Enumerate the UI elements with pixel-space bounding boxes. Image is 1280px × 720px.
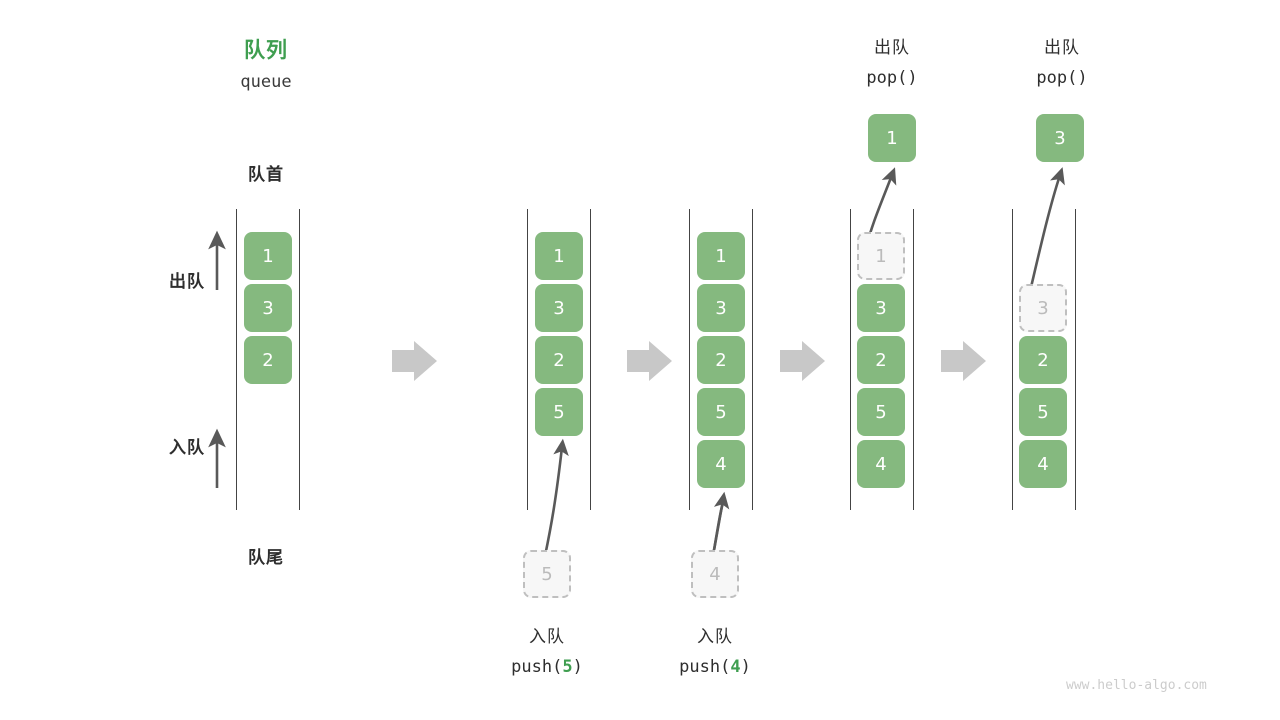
- queue-rail-left-2: [527, 209, 528, 510]
- push-prefix: push(: [511, 657, 563, 677]
- queue-cell: 3: [244, 284, 292, 332]
- step-arrow-4: [941, 341, 986, 381]
- queue-cell: 1: [697, 232, 745, 280]
- queue-cell: 3: [697, 284, 745, 332]
- queue-cell: 4: [1019, 440, 1067, 488]
- pop-1-caption-code: pop(): [866, 68, 918, 88]
- step-arrow-2: [627, 341, 672, 381]
- queue-cell: 4: [857, 440, 905, 488]
- queue-rail-left-5: [1012, 209, 1013, 510]
- push-5-arrow: [543, 438, 569, 557]
- push-4-arrow: [711, 491, 730, 557]
- push-arg: 5: [562, 657, 573, 677]
- queue-cell-ghost: 3: [1019, 284, 1067, 332]
- step-arrow-3: [780, 341, 825, 381]
- popped-cell: 3: [1036, 114, 1084, 162]
- queue-rail-left-3: [689, 209, 690, 510]
- queue-cell: 5: [697, 388, 745, 436]
- queue-cell: 4: [697, 440, 745, 488]
- queue-rail-right-3: [752, 209, 753, 510]
- queue-rail-right-1: [299, 209, 300, 510]
- push-4-caption-cn: 入队: [697, 627, 733, 647]
- pop-3-caption-code: pop(): [1036, 68, 1088, 88]
- queue-cell-ghost: 1: [857, 232, 905, 280]
- push-prefix: push(: [679, 657, 731, 677]
- step-arrow-1: [392, 341, 437, 381]
- queue-rail-left-1: [236, 209, 237, 510]
- queue-cell: 3: [857, 284, 905, 332]
- popped-cell: 1: [868, 114, 916, 162]
- push-5-caption-cn: 入队: [529, 627, 565, 647]
- dequeue-label: 出队: [169, 272, 205, 292]
- queue-tail-label: 队尾: [248, 548, 284, 568]
- queue-cell: 2: [244, 336, 292, 384]
- queue-rail-right-2: [590, 209, 591, 510]
- queue-rail-right-5: [1075, 209, 1076, 510]
- push-4-caption-code: push(4): [635, 657, 795, 677]
- push-suffix: ): [740, 657, 751, 677]
- queue-rail-left-4: [850, 209, 851, 510]
- pop-3-caption-cn: 出队: [1044, 38, 1080, 58]
- queue-title-en: queue: [240, 72, 292, 92]
- pop-3-arrow: [1026, 167, 1065, 301]
- push-arg: 4: [730, 657, 741, 677]
- pop-1-caption-cn: 出队: [874, 38, 910, 58]
- push-5-caption-code: push(5): [467, 657, 627, 677]
- queue-cell: 1: [535, 232, 583, 280]
- queue-cell: 2: [1019, 336, 1067, 384]
- queue-cell: 5: [1019, 388, 1067, 436]
- enqueue-label: 入队: [169, 438, 205, 458]
- queue-head-label: 队首: [248, 165, 284, 185]
- queue-title-cn: 队列: [244, 38, 288, 62]
- incoming-cell: 5: [523, 550, 571, 598]
- queue-cell: 5: [535, 388, 583, 436]
- watermark: www.hello-algo.com: [1066, 678, 1207, 693]
- queue-cell: 2: [697, 336, 745, 384]
- incoming-cell: 4: [691, 550, 739, 598]
- queue-cell: 3: [535, 284, 583, 332]
- queue-cell: 2: [857, 336, 905, 384]
- queue-cell: 1: [244, 232, 292, 280]
- queue-rail-right-4: [913, 209, 914, 510]
- push-suffix: ): [572, 657, 583, 677]
- queue-cell: 5: [857, 388, 905, 436]
- queue-cell: 2: [535, 336, 583, 384]
